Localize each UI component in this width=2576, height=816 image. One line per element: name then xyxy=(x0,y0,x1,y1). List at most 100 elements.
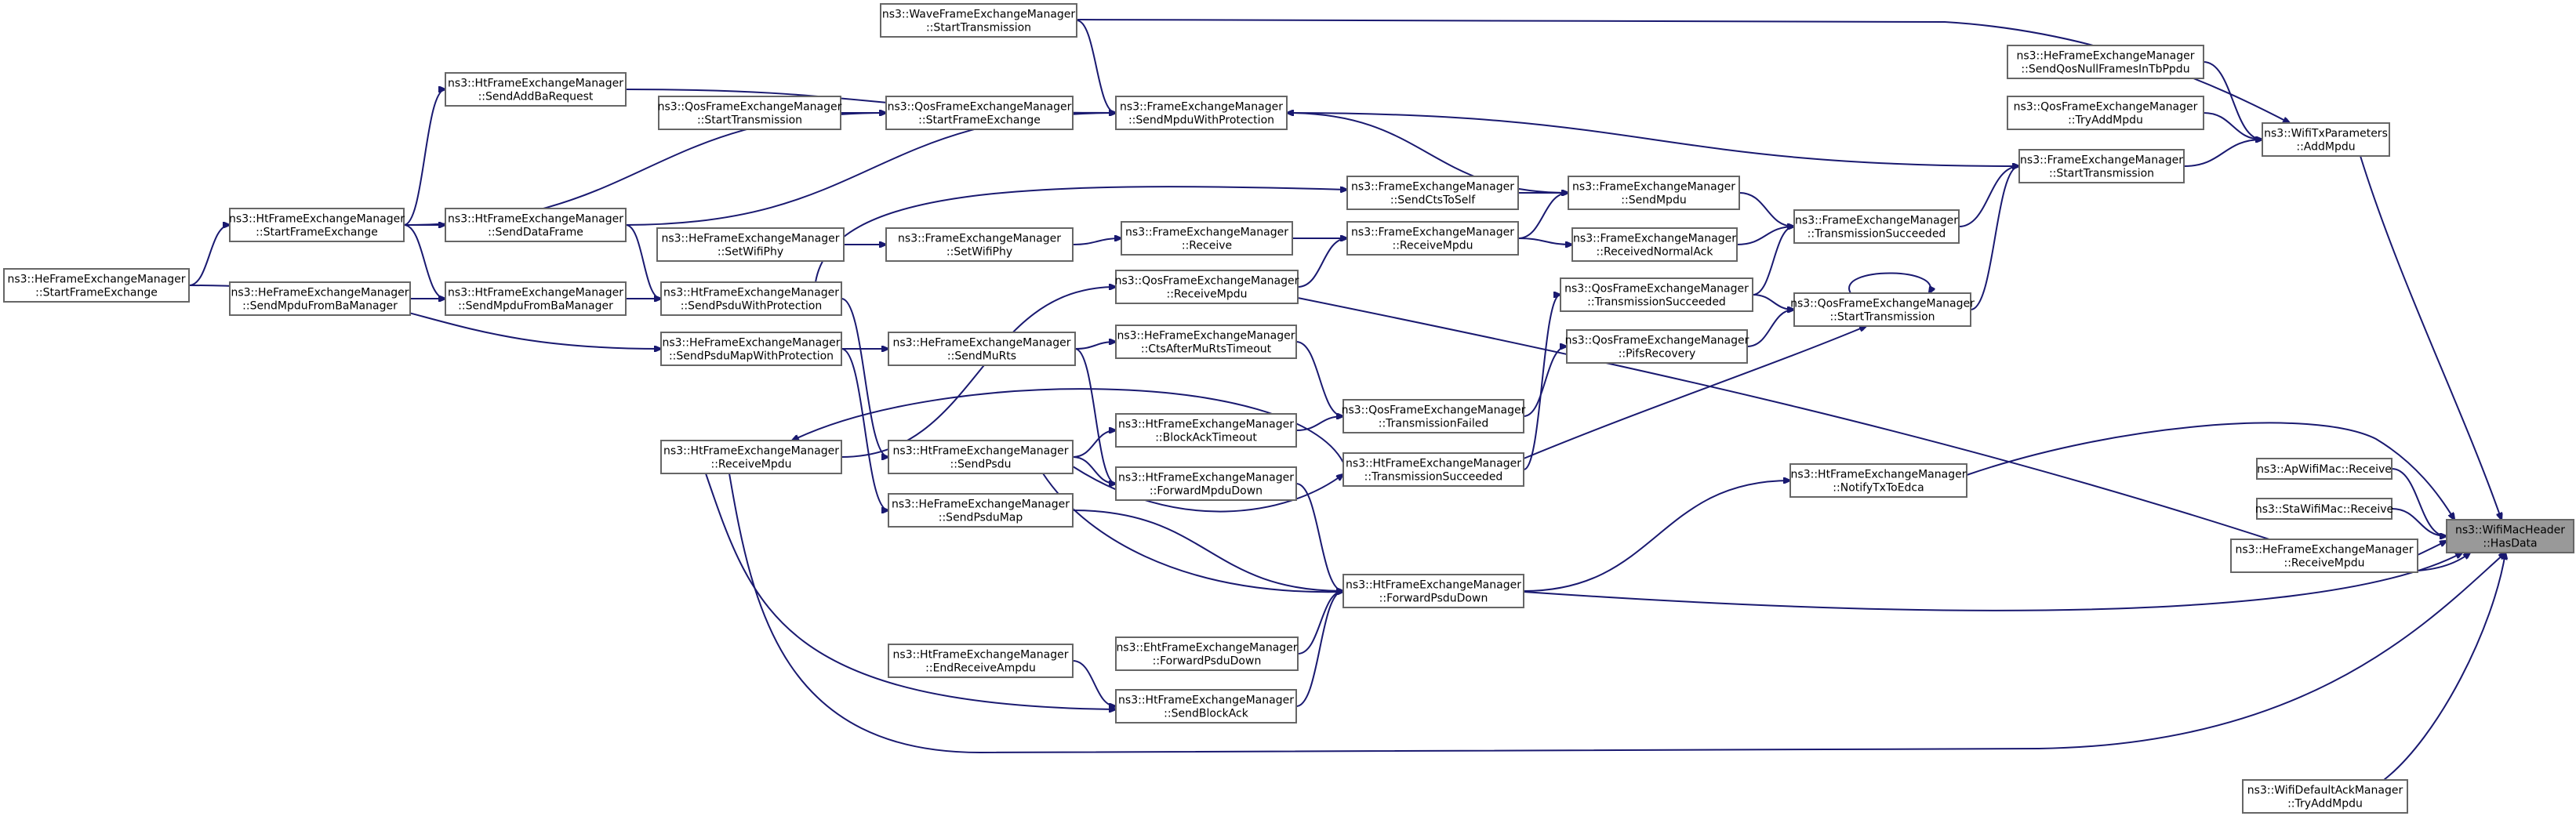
node-class-label: ns3::StaWifiMac::Receive xyxy=(2255,503,2393,516)
node-qos-sfe[interactable]: ns3::QosFrameExchangeManager::StartFrame… xyxy=(885,96,1074,130)
node-ht-txs[interactable]: ns3::HtFrameExchangeManager::Transmissio… xyxy=(1342,452,1524,487)
node-method-label: ::StartTransmission xyxy=(926,22,1031,34)
node-method-label: ::ReceiveMpdu xyxy=(1393,240,1473,252)
node-qos-txfailed[interactable]: ns3::QosFrameExchangeManager::Transmissi… xyxy=(1342,399,1526,433)
node-method-label: ::SendPsduWithProtection xyxy=(681,300,823,313)
node-method-label: ::TryAddMpdu xyxy=(2068,114,2143,127)
edge-qos-recvmpdu-to-hasdata xyxy=(1297,297,2470,572)
node-class-label: ns3::QosFrameExchangeManager xyxy=(1790,298,1975,310)
node-he-sfe[interactable]: ns3::HeFrameExchangeManager::StartFrameE… xyxy=(3,268,190,303)
edge-qos-recvmpdu-to-fem-recvmpdu xyxy=(1297,238,1347,288)
node-ht-fwdpsdu[interactable]: ns3::HtFrameExchangeManager::ForwardPsdu… xyxy=(1342,574,1524,608)
node-fem-setphy[interactable]: ns3::FrameExchangeManager::SetWifiPhy xyxy=(885,227,1074,262)
node-fem-cts[interactable]: ns3::FrameExchangeManager::SendCtsToSelf xyxy=(1346,176,1519,210)
node-qos-starttx[interactable]: ns3::QosFrameExchangeManager::StartTrans… xyxy=(1790,292,1975,327)
node-method-label: ::SendBlockAck xyxy=(1164,708,1249,720)
node-txparams-add[interactable]: ns3::WifiTxParameters::AddMpdu xyxy=(2262,122,2390,157)
node-box xyxy=(1346,176,1519,210)
node-box xyxy=(1346,221,1519,256)
edge-ht-txs-to-qos-starttx xyxy=(1523,326,1866,459)
edge-qos-tryadd-to-txparams-add xyxy=(2203,112,2262,140)
node-he-psdumap[interactable]: ns3::HeFrameExchangeManager::SendPsduMap… xyxy=(660,332,842,366)
edge-fem-recvmpdu-to-fem-sendmpdu xyxy=(1517,193,1568,239)
node-box xyxy=(1793,292,1971,327)
node-class-label: ns3::FrameExchangeManager xyxy=(1120,101,1283,114)
node-class-label: ns3::FrameExchangeManager xyxy=(1573,233,1736,245)
node-class-label: ns3::HtFrameExchangeManager xyxy=(1346,458,1521,470)
edge-he-mu-rts-to-ht-fwdmpdu xyxy=(1074,348,1116,484)
node-wave-start[interactable]: ns3::WaveFrameExchangeManager::StartTran… xyxy=(880,3,1077,38)
node-box xyxy=(229,281,411,316)
node-he-qosnull[interactable]: ns3::HeFrameExchangeManager::SendQosNull… xyxy=(2007,45,2204,79)
node-class-label: ns3::HtFrameExchangeManager xyxy=(1346,579,1521,592)
node-method-label: ::SendPsduMap xyxy=(939,512,1023,524)
node-class-label: ns3::WifiTxParameters xyxy=(2264,128,2388,140)
edge-fem-sendmpdu-to-fem-txs xyxy=(1739,192,1794,227)
node-method-label: ::SetWifiPhy xyxy=(718,246,783,259)
node-ap-receive[interactable]: ns3::ApWifiMac::Receive xyxy=(2256,458,2393,480)
node-method-label: ::SendMuRts xyxy=(947,350,1016,363)
node-he-ctsafter[interactable]: ns3::HeFrameExchangeManager::CtsAfterMuR… xyxy=(1115,325,1297,359)
node-ht-recvmpdu[interactable]: ns3::HtFrameExchangeManager::ReceiveMpdu xyxy=(660,440,842,474)
node-box xyxy=(658,96,841,130)
node-fem-recvmpdu[interactable]: ns3::FrameExchangeManager::ReceiveMpdu xyxy=(1346,221,1519,256)
node-fem-start[interactable]: ns3::FrameExchangeManager::StartTransmis… xyxy=(2018,149,2185,183)
node-ht-fwdmpdu[interactable]: ns3::HtFrameExchangeManager::ForwardMpdu… xyxy=(1115,466,1297,501)
node-ack-tryadd[interactable]: ns3::WifiDefaultAckManager::TryAddMpdu xyxy=(2242,779,2408,814)
node-qos-tryadd[interactable]: ns3::QosFrameExchangeManager::TryAddMpdu xyxy=(2007,96,2204,130)
node-box xyxy=(1342,452,1524,487)
node-qos-txs[interactable]: ns3::QosFrameExchangeManager::Transmissi… xyxy=(1560,277,1753,312)
node-ht-dataframe[interactable]: ns3::HtFrameExchangeManager::SendDataFra… xyxy=(445,208,627,242)
node-ht-baTimeout[interactable]: ns3::HtFrameExchangeManager::BlockAckTim… xyxy=(1115,413,1297,448)
node-ht-mpdufromba[interactable]: ns3::HtFrameExchangeManager::SendMpduFro… xyxy=(445,281,627,316)
node-method-label: ::SendAddBaRequest xyxy=(478,91,594,103)
node-fem-txs[interactable]: ns3::FrameExchangeManager::TransmissionS… xyxy=(1793,209,1960,244)
node-fem-sendmpdu[interactable]: ns3::FrameExchangeManager::SendMpdu xyxy=(1568,176,1740,210)
node-hasdata[interactable]: ns3::WifiMacHeader::HasData xyxy=(2446,519,2574,553)
node-box xyxy=(1568,176,1740,210)
node-method-label: ::StartTransmission xyxy=(2049,168,2154,180)
node-ht-sfe[interactable]: ns3::HtFrameExchangeManager::StartFrameE… xyxy=(229,208,405,242)
node-class-label: ns3::WaveFrameExchangeManager xyxy=(882,9,1076,21)
node-class-label: ns3::HtFrameExchangeManager xyxy=(1118,472,1294,484)
node-qos-start[interactable]: ns3::QosFrameExchangeManager::StartTrans… xyxy=(658,96,842,130)
node-box xyxy=(880,3,1077,38)
node-method-label: ::Receive xyxy=(1182,240,1232,252)
node-class-label: ns3::QosFrameExchangeManager xyxy=(1342,404,1526,417)
node-ht-addba[interactable]: ns3::HtFrameExchangeManager::SendAddBaRe… xyxy=(445,72,627,107)
node-box xyxy=(660,332,842,366)
node-box xyxy=(3,268,190,303)
node-ht-endampdu[interactable]: ns3::HtFrameExchangeManager::EndReceiveA… xyxy=(888,644,1074,678)
node-fem-normack[interactable]: ns3::FrameExchangeManager::ReceivedNorma… xyxy=(1571,227,1738,262)
node-he-mpdufromba[interactable]: ns3::HeFrameExchangeManager::SendMpduFro… xyxy=(229,281,411,316)
node-class-label: ns3::WifiMacHeader xyxy=(2455,524,2565,537)
node-sta-receive[interactable]: ns3::StaWifiMac::Receive xyxy=(2255,498,2393,520)
edge-fem-setphy-to-fem-receive xyxy=(1072,238,1121,245)
edge-txparams-add-to-hasdata xyxy=(2360,155,2502,520)
node-method-label: ::ReceivedNormalAck xyxy=(1597,246,1714,259)
node-he-setphy[interactable]: ns3::HeFrameExchangeManager::SetWifiPhy xyxy=(656,227,845,262)
node-eht-fwdpsdu[interactable]: ns3::EhtFrameExchangeManager::ForwardPsd… xyxy=(1115,636,1299,671)
node-class-label: ns3::HeFrameExchangeManager xyxy=(1117,330,1295,343)
node-class-label: ns3::HeFrameExchangeManager xyxy=(2235,544,2413,557)
node-he-sendpsdumap[interactable]: ns3::HeFrameExchangeManager::SendPsduMap xyxy=(888,493,1074,528)
node-box xyxy=(888,440,1074,474)
edge-he-psdumap-to-he-sendpsdumap xyxy=(841,348,888,510)
node-ht-notify[interactable]: ns3::HtFrameExchangeManager::NotifyTxToE… xyxy=(1789,463,1967,498)
node-he-mu-rts[interactable]: ns3::HeFrameExchangeManager::SendMuRts xyxy=(888,332,1076,366)
node-qos-pifs[interactable]: ns3::QosFrameExchangeManager::PifsRecove… xyxy=(1565,329,1749,364)
edge-ht-recvmpdu-to-qos-recvmpdu xyxy=(841,287,1116,458)
node-ht-sendpsdu[interactable]: ns3::HtFrameExchangeManager::SendPsdu xyxy=(888,440,1074,474)
node-method-label: ::ForwardPsduDown xyxy=(1379,593,1488,605)
node-box xyxy=(1115,325,1297,359)
node-fem-protect[interactable]: ns3::FrameExchangeManager::SendMpduWithP… xyxy=(1115,96,1288,130)
edge-fem-recvmpdu-to-fem-normack xyxy=(1517,238,1572,245)
node-ht-psduprot[interactable]: ns3::HtFrameExchangeManager::SendPsduWit… xyxy=(660,281,842,316)
node-ht-sendback[interactable]: ns3::HtFrameExchangeManager::SendBlockAc… xyxy=(1115,689,1297,724)
node-box xyxy=(445,208,627,242)
node-fem-receive[interactable]: ns3::FrameExchangeManager::Receive xyxy=(1121,221,1293,256)
node-class-label: ns3::QosFrameExchangeManager xyxy=(1564,283,1749,296)
node-he-recvmpdu[interactable]: ns3::HeFrameExchangeManager::ReceiveMpdu xyxy=(2230,539,2418,573)
node-qos-recvmpdu[interactable]: ns3::QosFrameExchangeManager::ReceiveMpd… xyxy=(1115,270,1299,304)
